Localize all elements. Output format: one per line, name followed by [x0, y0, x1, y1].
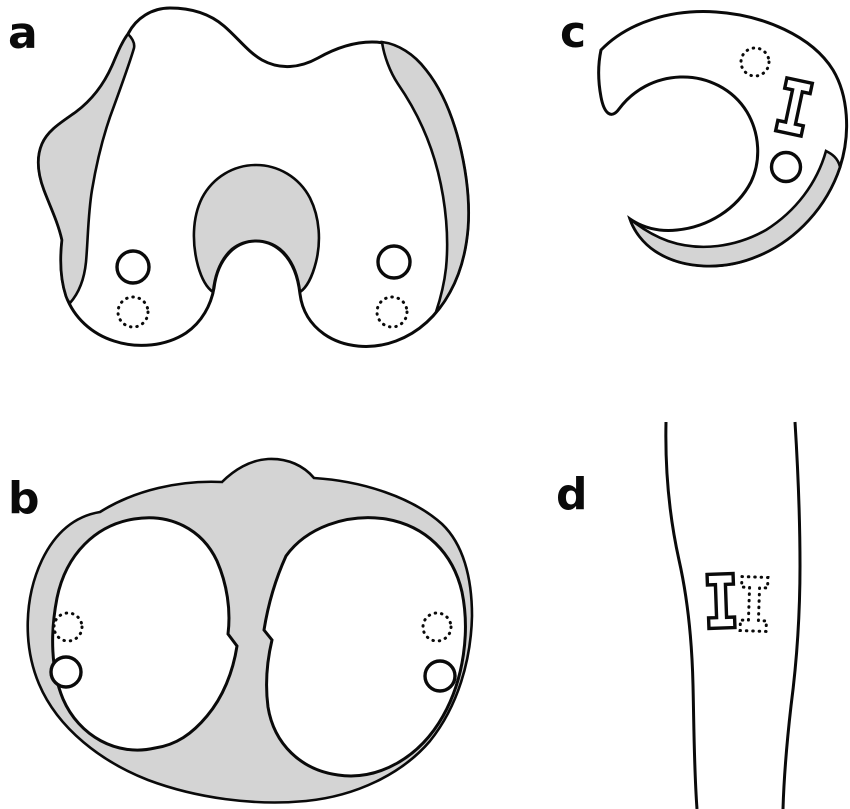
- panel-d-bone-shaft: [664, 421, 802, 809]
- tibia-medial-plateau: [51, 516, 239, 752]
- marker-dotted-circle: [52, 611, 84, 643]
- femur-lateral-shading: [380, 40, 470, 313]
- tibia-lateral-plateau: [262, 516, 467, 778]
- shaft-left-edge: [664, 421, 699, 809]
- marker-solid-circle: [376, 244, 412, 280]
- patella-shading: [627, 149, 842, 268]
- marker-dotted-circle: [116, 295, 150, 329]
- marker-dotted-circle: [739, 46, 771, 78]
- marker-dotted-circle: [421, 611, 453, 643]
- femur-medial-shading: [37, 32, 136, 305]
- shaft-right-edge: [781, 421, 802, 809]
- marker-ibeam-solid: [705, 571, 737, 631]
- marker-ibeam-dotted: [738, 575, 770, 633]
- panel-b-tibial-plateau: [26, 457, 474, 804]
- marker-solid-circle: [115, 249, 151, 285]
- marker-solid-circle: [49, 655, 83, 689]
- panel-c-label: c: [560, 7, 587, 58]
- panel-b-label: b: [8, 473, 40, 524]
- marker-solid-circle: [769, 150, 803, 184]
- panel-a-femur: [36, 6, 471, 348]
- panel-d-label: d: [556, 469, 588, 520]
- marker-dotted-circle: [375, 295, 409, 329]
- panel-c-patella: [597, 10, 849, 268]
- femur-notch-shading: [192, 163, 321, 295]
- marker-solid-circle: [423, 659, 457, 693]
- panel-a-label: a: [8, 8, 38, 59]
